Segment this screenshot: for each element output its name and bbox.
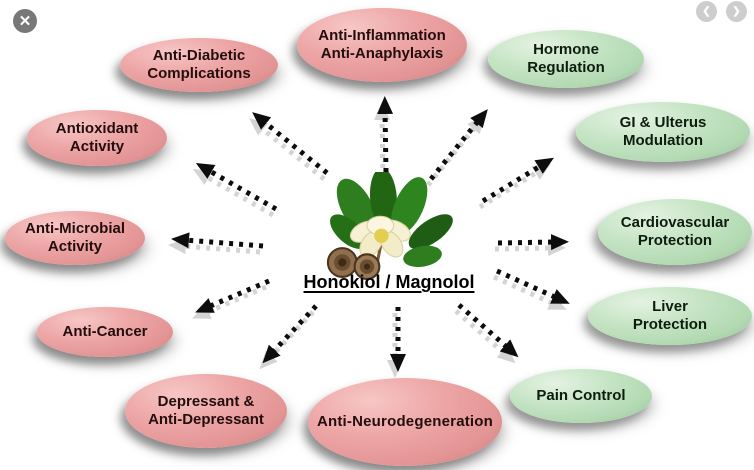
- arrow-lines: [171, 96, 570, 372]
- arrow-to-antioxidant: [195, 163, 278, 212]
- arrow-to-cardiovascular: [497, 234, 569, 251]
- chevron-left-icon: ❮: [702, 6, 711, 17]
- node-gi-ulterus-modulation: GI & Ulterus Modulation: [576, 102, 750, 162]
- arrow-to-hormone: [429, 109, 488, 181]
- node-cardiovascular-protection: Cardiovascular Protection: [598, 199, 752, 265]
- plant-illustration: [326, 172, 453, 280]
- node-label: Depressant & Anti-Depressant: [148, 393, 264, 428]
- node-label: GI & Ulterus Modulation: [619, 114, 707, 149]
- arrow-to-liver-protection: [495, 268, 570, 304]
- node-label: Cardiovascular Protection: [620, 214, 730, 249]
- arrow-to-anti-cancer: [195, 278, 270, 313]
- bark-rolls: [326, 247, 381, 280]
- node-liver-protection: Liver Protection: [588, 287, 752, 345]
- node-label: Anti-Cancer: [62, 323, 148, 341]
- prev-button[interactable]: ❮: [696, 1, 717, 22]
- node-anti-diabetic-complications: Anti-Diabetic Complications: [120, 38, 278, 92]
- arrow-to-gi-ulterus: [481, 157, 554, 204]
- node-label: Anti-Microbial Activity: [25, 220, 125, 255]
- center-title-text: Honokiol / Magnolol: [303, 272, 475, 292]
- node-anti-cancer: Anti-Cancer: [37, 307, 173, 357]
- node-anti-microbial-activity: Anti-Microbial Activity: [5, 211, 145, 265]
- node-label: Anti-Inflammation Anti-Anaphylaxis: [318, 27, 446, 62]
- node-antioxidant-activity: Antioxidant Activity: [27, 110, 167, 166]
- node-label: Antioxidant Activity: [55, 120, 139, 155]
- node-label: Hormone Regulation: [527, 41, 605, 76]
- node-pain-control: Pain Control: [510, 369, 652, 423]
- node-label: Anti-Diabetic Complications: [147, 47, 251, 82]
- arrow-to-anti-inflammation: [377, 96, 394, 173]
- arrow-to-anti-microbial: [171, 232, 264, 249]
- node-label: Liver Protection: [632, 298, 708, 333]
- arrow-to-anti-diabetic: [252, 112, 329, 175]
- node-anti-neurodegeneration: Anti-Neurodegeneration: [308, 378, 502, 466]
- next-button[interactable]: ❯: [726, 1, 747, 22]
- node-depressant-anti-depressant: Depressant & Anti-Depressant: [125, 374, 287, 448]
- node-anti-inflammation-anaphylaxis: Anti-Inflammation Anti-Anaphylaxis: [297, 8, 467, 82]
- arrow-to-pain-control: [457, 303, 519, 358]
- close-button[interactable]: ✕: [13, 9, 37, 33]
- node-hormone-regulation: Hormone Regulation: [488, 30, 644, 88]
- chevron-right-icon: ❯: [732, 6, 741, 17]
- center-title: Honokiol / Magnolol: [297, 272, 481, 293]
- magnolia-flower: [349, 215, 411, 258]
- arrow-to-depressant: [262, 304, 318, 364]
- node-label: Anti-Neurodegeneration: [316, 413, 494, 431]
- node-label: Pain Control: [536, 387, 626, 405]
- leaves: [330, 172, 453, 268]
- close-icon: ✕: [18, 13, 32, 30]
